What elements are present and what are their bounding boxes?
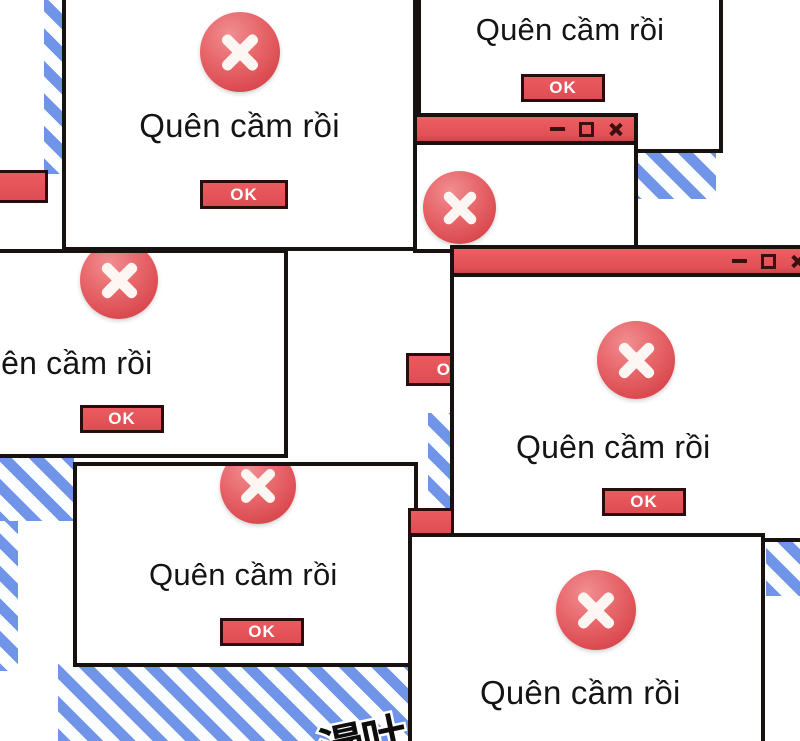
dialog-window-mid-right[interactable]: Quên cầm rồi OK xyxy=(450,245,800,542)
ok-button-bottom-left[interactable]: OK xyxy=(220,618,304,646)
maximize-icon[interactable] xyxy=(578,121,595,138)
error-x-icon xyxy=(200,12,280,92)
maximize-icon[interactable] xyxy=(760,253,777,270)
stripe-backdrop-left-mid xyxy=(0,455,74,521)
titlebar-upper-right[interactable] xyxy=(417,117,634,145)
error-x-icon xyxy=(556,570,636,650)
dialog-window-top-left[interactable]: Quên cầm rồi OK xyxy=(62,0,417,251)
close-icon[interactable] xyxy=(607,121,624,138)
ok-button-partial-mid[interactable]: O xyxy=(406,353,458,386)
error-x-icon xyxy=(423,171,496,244)
ok-button-top-right[interactable]: OK xyxy=(521,74,605,102)
minimize-icon[interactable] xyxy=(731,253,748,270)
stripe-backdrop-bottom-band xyxy=(58,664,414,741)
dialog-message-bottom-right: Quên cầm rồi xyxy=(480,674,681,711)
ok-button-top-left[interactable]: OK xyxy=(200,180,288,209)
stripe-backdrop-left-column xyxy=(0,521,18,671)
titlebar-mid-right[interactable] xyxy=(454,249,800,277)
error-x-icon xyxy=(80,253,158,319)
dialog-window-upper-right[interactable] xyxy=(413,113,638,253)
dialog-message-mid-left: Quên cầm rồi xyxy=(0,345,153,381)
dialog-message-mid-right: Quên cầm rồi xyxy=(516,429,711,465)
dialog-window-bottom-left[interactable]: Quên cầm rồi OK xyxy=(73,462,418,667)
error-x-icon xyxy=(220,466,296,524)
dialog-message-bottom-left: Quên cầm rồi xyxy=(149,557,338,592)
dialog-message-top-left: Quên cầm rồi xyxy=(139,107,340,144)
ok-button-mid-right[interactable]: OK xyxy=(602,488,686,516)
dialog-window-mid-left[interactable]: Quên cầm rồi OK xyxy=(0,249,288,458)
stripe-backdrop-mid-column xyxy=(428,413,452,523)
ok-button-partial-left[interactable] xyxy=(0,170,48,203)
dialog-message-top-right: Quên cầm rồi xyxy=(475,12,665,47)
dialog-window-bottom-right[interactable]: Quên cầm rồi xyxy=(408,533,765,741)
close-icon[interactable] xyxy=(789,253,800,270)
error-x-icon xyxy=(597,321,675,399)
ok-button-mid-left[interactable]: OK xyxy=(80,405,164,433)
minimize-icon[interactable] xyxy=(549,121,566,138)
